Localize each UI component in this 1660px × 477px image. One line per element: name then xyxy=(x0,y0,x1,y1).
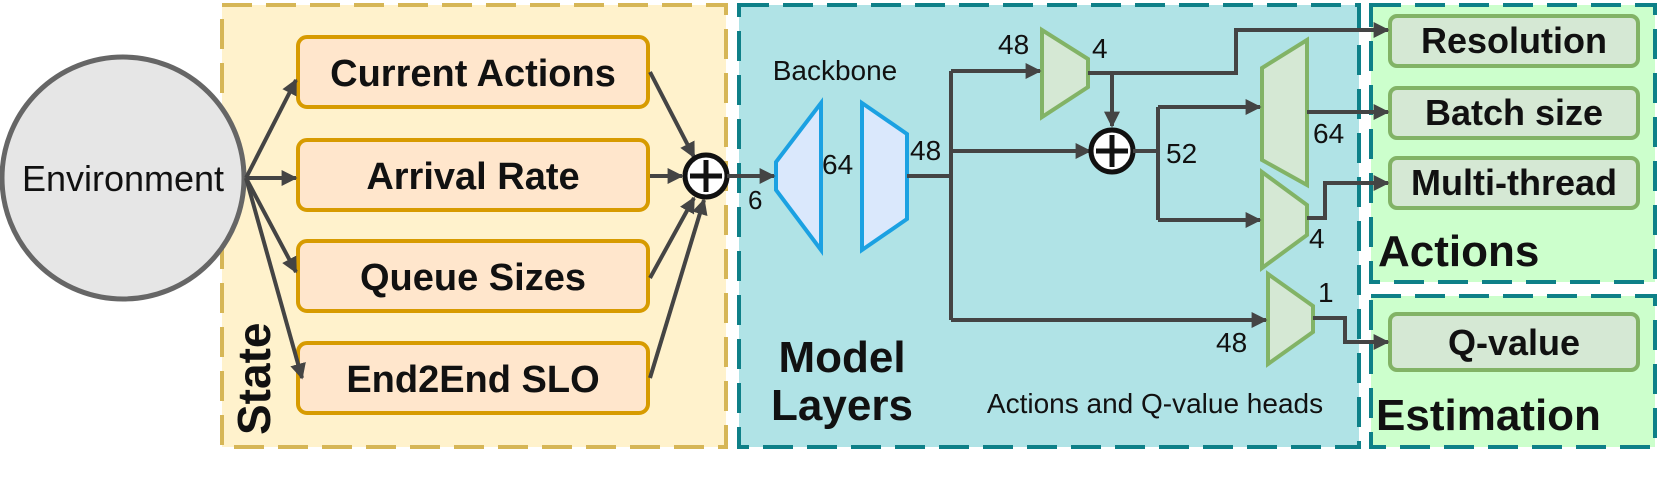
backbone-decoder-layer xyxy=(860,99,909,254)
dim-q-head-out: 1 xyxy=(1318,277,1334,308)
arrow-thread-head-to-multi-thread xyxy=(1307,175,1390,220)
dim-head1-in: 48 xyxy=(998,29,1029,60)
state-input-label: End2End SLO xyxy=(346,359,599,401)
state-input-label: Queue Sizes xyxy=(360,257,586,299)
head-1-layer xyxy=(1040,26,1090,121)
head-resolution-batch-layer xyxy=(1260,36,1309,189)
action-label: Batch size xyxy=(1425,92,1603,133)
environment-label: Environment xyxy=(22,158,224,199)
dim-concat: 52 xyxy=(1166,138,1197,169)
head-q-value-layer xyxy=(1266,270,1315,368)
heads-label: Actions and Q-value heads xyxy=(987,388,1323,419)
dim-head1-out: 4 xyxy=(1092,33,1108,64)
state-input-queue-sizes: Queue Sizes xyxy=(296,239,650,313)
model-title-line2: Layers xyxy=(771,381,913,430)
dim-backbone-out: 48 xyxy=(910,135,941,166)
arrow-q-head-to-q-value xyxy=(1313,316,1390,350)
backbone-encoder-layer xyxy=(774,97,823,256)
concat-operator-icon xyxy=(1088,127,1136,175)
arrow-current-actions-to-concat xyxy=(648,71,696,159)
dim-big-head-out: 64 xyxy=(1313,118,1344,149)
dim-input: 6 xyxy=(748,185,762,215)
estimation-title: Estimation xyxy=(1376,391,1601,440)
action-label: Resolution xyxy=(1421,20,1607,61)
state-input-arrival-rate: Arrival Rate xyxy=(296,138,650,212)
action-label: Multi-thread xyxy=(1411,162,1617,203)
action-multi-thread: Multi-thread xyxy=(1388,156,1640,210)
state-title: State xyxy=(228,323,280,435)
arrow-env-to-end2end-slo xyxy=(244,177,306,380)
environment-node xyxy=(0,54,247,302)
arrow-env-to-queue-sizes xyxy=(244,177,298,274)
concat-operator-icon xyxy=(682,152,730,200)
arrow-env-to-current-actions xyxy=(244,78,298,179)
state-input-end2end-slo: End2End SLO xyxy=(296,341,650,415)
estimation-label: Q-value xyxy=(1448,322,1580,363)
state-input-label: Arrival Rate xyxy=(366,156,579,198)
actions-title: Actions xyxy=(1378,227,1539,276)
arrow-queue-sizes-to-concat xyxy=(648,196,696,279)
arrow-head1-to-resolution xyxy=(1088,22,1390,75)
dim-thread-head-out: 4 xyxy=(1309,223,1325,254)
backbone-label: Backbone xyxy=(773,55,898,86)
dim-q-head-in: 48 xyxy=(1216,327,1247,358)
state-input-current-actions: Current Actions xyxy=(296,35,650,109)
state-input-label: Current Actions xyxy=(330,53,616,95)
action-resolution: Resolution xyxy=(1388,14,1640,68)
action-batch-size: Batch size xyxy=(1388,86,1640,140)
model-title-line1: Model xyxy=(778,333,905,382)
estimation-q-value: Q-value xyxy=(1388,312,1640,372)
arrow-end2end-slo-to-concat xyxy=(648,198,708,379)
head-multithread-layer xyxy=(1260,168,1309,272)
dim-backbone-mid: 64 xyxy=(822,149,853,180)
